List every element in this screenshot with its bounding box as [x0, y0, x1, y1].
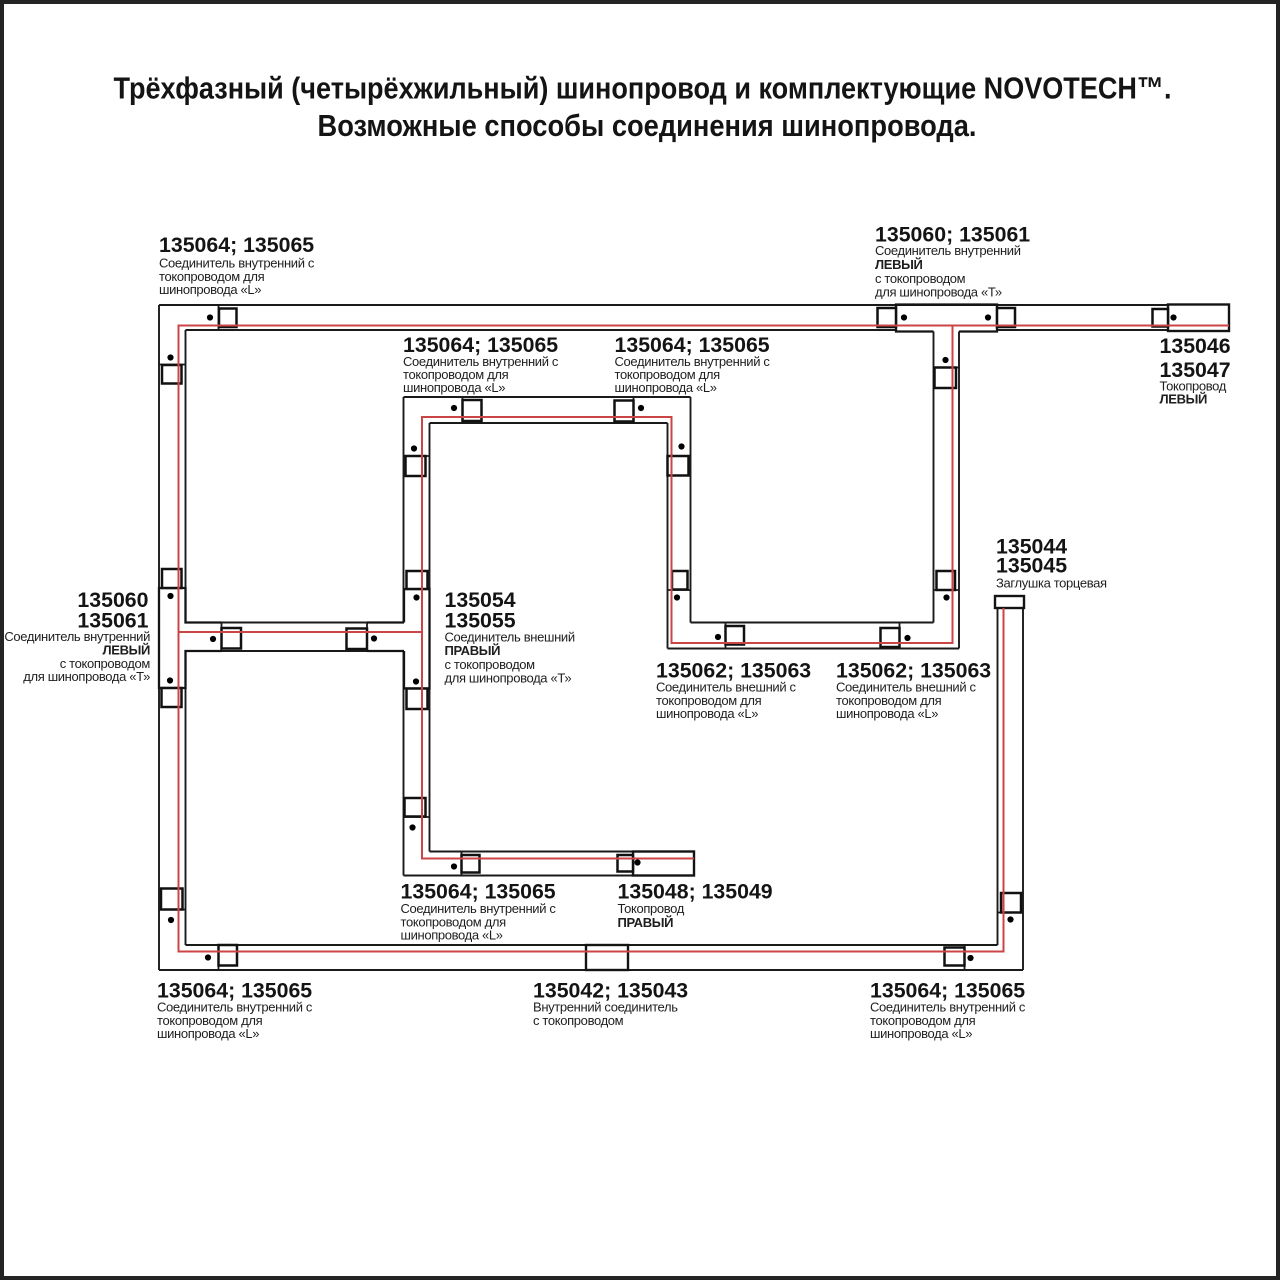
svg-text:135064; 135065: 135064; 135065	[403, 333, 558, 357]
svg-text:135055: 135055	[445, 609, 516, 633]
svg-text:токопроводом для: токопроводом для	[157, 1013, 263, 1028]
svg-text:135064; 135065: 135064; 135065	[159, 233, 314, 257]
svg-text:135045: 135045	[996, 554, 1067, 578]
svg-text:токопроводом для: токопроводом для	[401, 914, 507, 929]
svg-text:Трёхфазный (четырёхжильный) ши: Трёхфазный (четырёхжильный) шинопровод и…	[114, 71, 1172, 106]
svg-text:135064; 135065: 135064; 135065	[870, 979, 1025, 1003]
svg-text:шинопровода «L»: шинопровода «L»	[615, 380, 717, 395]
svg-text:135064; 135065: 135064; 135065	[615, 333, 770, 357]
svg-text:шинопровода «L»: шинопровода «L»	[656, 706, 758, 721]
svg-text:Соединитель внешний: Соединитель внешний	[445, 630, 575, 645]
svg-text:токопроводом для: токопроводом для	[870, 1013, 976, 1028]
svg-text:с токопроводом: с токопроводом	[533, 1013, 624, 1028]
svg-text:токопроводом для: токопроводом для	[656, 693, 762, 708]
svg-text:токопроводом для: токопроводом для	[159, 269, 265, 284]
svg-text:для шинопровода «Т»: для шинопровода «Т»	[875, 285, 1002, 300]
svg-text:135062; 135063: 135062; 135063	[836, 659, 991, 683]
svg-text:135054: 135054	[445, 588, 516, 612]
svg-text:шинопровода «L»: шинопровода «L»	[157, 1026, 259, 1041]
svg-text:Соединитель внутренний: Соединитель внутренний	[4, 629, 150, 644]
svg-text:Токопровод: Токопровод	[618, 901, 685, 916]
svg-text:шинопровода «L»: шинопровода «L»	[870, 1026, 972, 1041]
svg-text:135064; 135065: 135064; 135065	[157, 979, 312, 1003]
svg-text:токопроводом для: токопроводом для	[615, 367, 721, 382]
svg-text:Соединитель внутренний с: Соединитель внутренний с	[615, 354, 771, 369]
svg-text:135060; 135061: 135060; 135061	[875, 223, 1030, 247]
svg-text:ПРАВЫЙ: ПРАВЫЙ	[618, 915, 674, 930]
svg-text:Внутренний соединитель: Внутренний соединитель	[533, 1000, 678, 1015]
svg-text:для шинопровода «Т»: для шинопровода «Т»	[23, 669, 150, 684]
svg-text:135061: 135061	[77, 608, 148, 632]
svg-text:Соединитель внутренний: Соединитель внутренний	[875, 243, 1021, 258]
svg-text:для шинопровода «Т»: для шинопровода «Т»	[445, 671, 572, 686]
svg-text:135042; 135043: 135042; 135043	[533, 979, 688, 1003]
svg-text:Соединитель внешний с: Соединитель внешний с	[836, 680, 976, 695]
svg-text:токопроводом для: токопроводом для	[403, 367, 509, 382]
svg-text:Соединитель внутренний с: Соединитель внутренний с	[403, 354, 559, 369]
svg-text:с токопроводом: с токопроводом	[875, 271, 966, 286]
svg-text:шинопровода «L»: шинопровода «L»	[401, 928, 503, 943]
svg-text:Соединитель внутренний с: Соединитель внутренний с	[159, 256, 315, 271]
svg-text:ЛЕВЫЙ: ЛЕВЫЙ	[875, 257, 923, 272]
svg-text:135060: 135060	[77, 588, 148, 612]
svg-text:Соединитель внутренний с: Соединитель внутренний с	[401, 901, 557, 916]
svg-text:шинопровода «L»: шинопровода «L»	[159, 282, 261, 297]
svg-text:135047: 135047	[1160, 358, 1231, 382]
svg-text:ПРАВЫЙ: ПРАВЫЙ	[445, 643, 501, 658]
svg-text:Возможные способы соединения ш: Возможные способы соединения шинопровода…	[318, 108, 977, 143]
svg-text:Соединитель внутренний с: Соединитель внутренний с	[157, 1000, 313, 1015]
svg-text:шинопровода «L»: шинопровода «L»	[836, 706, 938, 721]
svg-text:135046: 135046	[1160, 334, 1231, 358]
svg-text:шинопровода «L»: шинопровода «L»	[403, 380, 505, 395]
svg-text:Соединитель внешний с: Соединитель внешний с	[656, 680, 796, 695]
svg-text:135044: 135044	[996, 535, 1067, 559]
svg-text:135062; 135063: 135062; 135063	[656, 659, 811, 683]
svg-text:с токопроводом: с токопроводом	[60, 656, 151, 671]
svg-text:Соединитель внутренний с: Соединитель внутренний с	[870, 1000, 1026, 1015]
svg-text:с токопроводом: с токопроводом	[445, 657, 536, 672]
svg-text:Заглушка торцевая: Заглушка торцевая	[996, 576, 1107, 591]
svg-text:135048; 135049: 135048; 135049	[618, 880, 773, 904]
svg-text:135064; 135065: 135064; 135065	[401, 880, 556, 904]
svg-text:Токопровод: Токопровод	[1160, 379, 1227, 394]
svg-text:токопроводом для: токопроводом для	[836, 693, 942, 708]
svg-text:ЛЕВЫЙ: ЛЕВЫЙ	[102, 643, 150, 658]
svg-text:ЛЕВЫЙ: ЛЕВЫЙ	[1160, 392, 1208, 407]
